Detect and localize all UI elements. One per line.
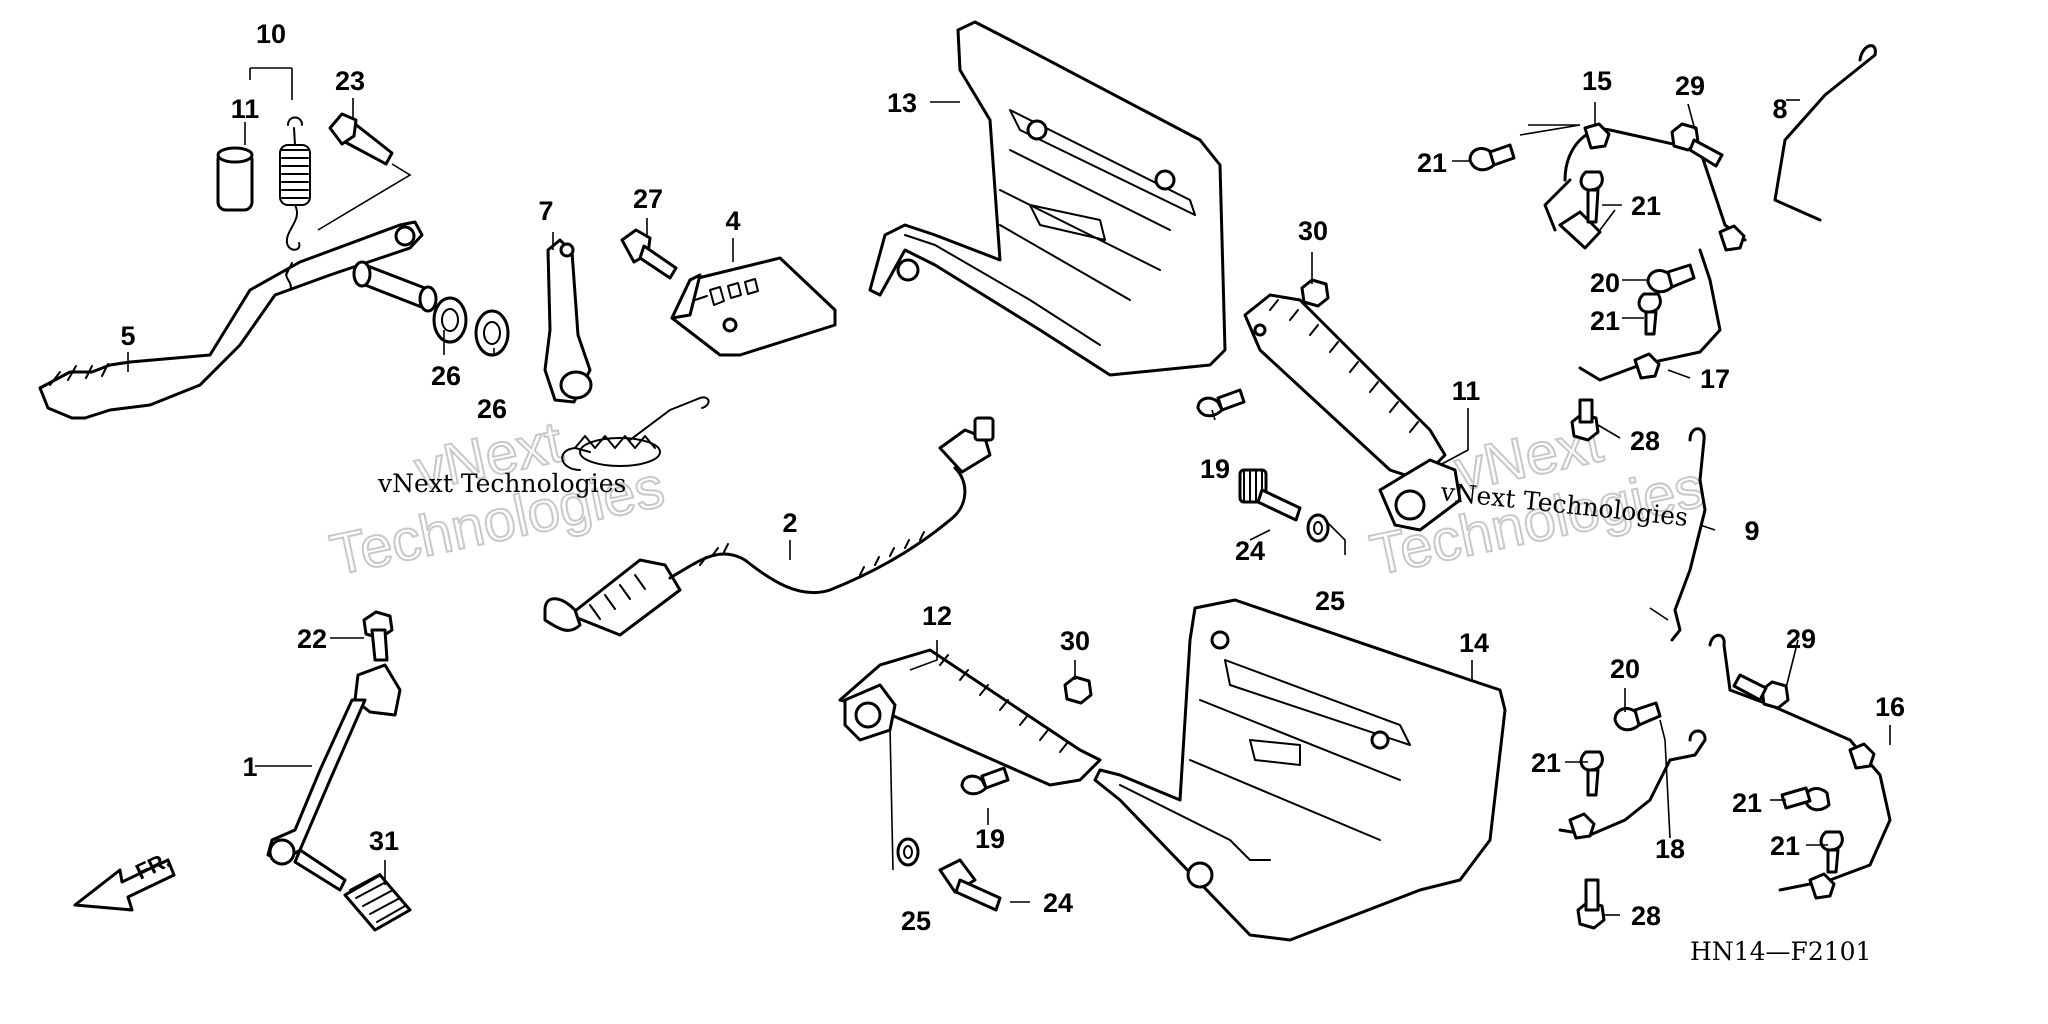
bolt-24b [938, 858, 1002, 912]
callout-13: 13 [887, 88, 917, 118]
brake-pedal-shaft [352, 260, 438, 313]
callout-11: 11 [1452, 376, 1481, 406]
washer-25a [1306, 513, 1330, 543]
bolt-28b [1576, 878, 1606, 930]
callout-25b: 25 [901, 906, 931, 936]
callout-17: 17 [1700, 364, 1730, 394]
return-spring [561, 396, 710, 471]
bolt-21d [1579, 750, 1604, 797]
callout-2: 2 [782, 508, 797, 538]
callout-6: 7 [538, 196, 553, 226]
bracket-4 [670, 256, 837, 357]
cable-17 [1578, 248, 1722, 382]
callout-14: 14 [1459, 628, 1489, 658]
callout-31: 31 [369, 826, 399, 856]
spring-7 [279, 116, 311, 251]
bolt-29b [1732, 673, 1790, 710]
callout-24a: 24 [1235, 536, 1265, 566]
callout-4: 4 [725, 206, 740, 236]
callout-9: 8 [1772, 94, 1787, 124]
bolt-21b [1579, 170, 1604, 224]
brake-switch-2 [543, 416, 995, 637]
callout-21f: 21 [1770, 831, 1800, 861]
front-arrow: FR. [73, 847, 176, 912]
cable-15 [1543, 122, 1747, 252]
cable-18 [1558, 729, 1707, 840]
callout-30b: 30 [1060, 626, 1090, 656]
callout-19b: 19 [975, 824, 1005, 854]
bolt-27 [620, 228, 678, 280]
footrest-guard-14 [1093, 598, 1507, 942]
bolt-21a [1468, 143, 1516, 172]
callout-5: 5 [120, 321, 135, 351]
callout-12: 12 [922, 601, 952, 631]
bolt-21f [1819, 830, 1844, 874]
leader-lines [127, 67, 1891, 916]
bolt-21e [1780, 786, 1831, 812]
bolt-29a [1670, 122, 1724, 168]
callout-19a: 19 [1200, 454, 1230, 484]
footrest-11 [1243, 293, 1462, 532]
bolt-24a [1238, 468, 1302, 522]
callout-21b: 21 [1631, 191, 1661, 221]
brake-pedal [38, 220, 438, 420]
callout-18: 18 [1655, 834, 1685, 864]
bolt-19b [960, 766, 1010, 796]
nut-30b [1063, 675, 1093, 705]
callout-20a: 20 [1590, 268, 1620, 298]
nut-30a [1300, 278, 1330, 308]
callout-21e: 21 [1732, 788, 1762, 818]
callout-24b: 24 [1043, 888, 1073, 918]
washer-25b [896, 837, 920, 867]
callout-23: 23 [335, 66, 365, 96]
footrest-guard-13 [868, 20, 1227, 377]
bolt-19a [1196, 388, 1246, 418]
bolt-21c [1637, 292, 1662, 336]
callout-10: 9 [1744, 516, 1759, 546]
callout-26a: 26 [431, 361, 461, 391]
callout-28b: 28 [1631, 901, 1661, 931]
callout-16: 16 [1875, 692, 1905, 722]
bolt-28a [1570, 398, 1600, 442]
cable-16 [1708, 633, 1892, 900]
callout-25a: 25 [1315, 586, 1345, 616]
bolt-23 [328, 112, 394, 166]
callout-8: 11 [231, 94, 260, 124]
bolt-20b [1613, 701, 1662, 732]
callout-29b: 29 [1786, 624, 1816, 654]
watermark-left: vNext Technologies [377, 469, 626, 498]
callouts: 10 11 23 5 26 26 7 27 4 13 2 1 22 31 30 … [120, 19, 1905, 936]
callout-15: 15 [1582, 66, 1612, 96]
callout-1: 1 [242, 752, 257, 782]
callout-28a: 28 [1630, 426, 1660, 456]
callout-29a: 29 [1675, 71, 1705, 101]
rod-9 [1773, 44, 1877, 222]
shift-pedal-1 [266, 663, 402, 892]
callout-22: 22 [297, 624, 327, 654]
rod-10 [1670, 427, 1707, 642]
bolt-22 [362, 610, 394, 662]
spring-sleeve-8 [216, 146, 254, 212]
callout-26b: 26 [477, 394, 507, 424]
callout-21a: 21 [1417, 148, 1447, 178]
pedal-rubber-31 [343, 873, 412, 932]
footrest-12 [838, 648, 1102, 787]
switch-arm-6 [543, 238, 593, 404]
callout-30a: 30 [1298, 216, 1328, 246]
callout-20b: 20 [1610, 654, 1640, 684]
bearing-26b [474, 309, 510, 357]
bearing-26a [432, 296, 468, 344]
diagram-code: HN14—F2101 [1690, 937, 1871, 966]
callout-27: 27 [633, 184, 663, 214]
callout-21d: 21 [1531, 748, 1561, 778]
callout-21c: 21 [1590, 306, 1620, 336]
callout-7: 10 [256, 19, 286, 49]
bolt-20a [1646, 263, 1696, 294]
